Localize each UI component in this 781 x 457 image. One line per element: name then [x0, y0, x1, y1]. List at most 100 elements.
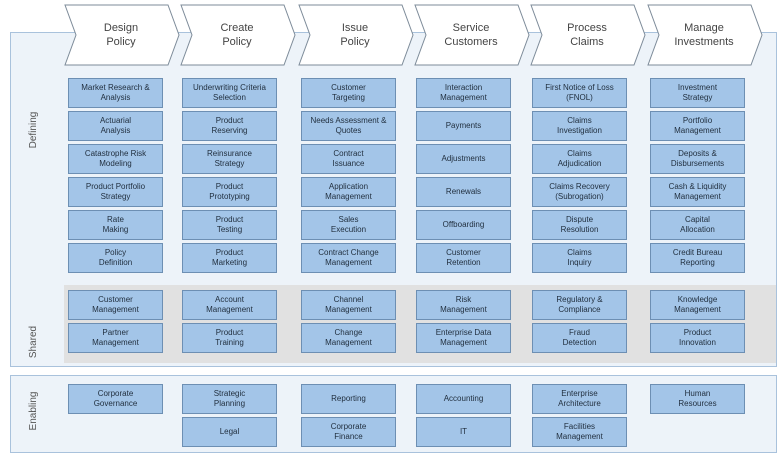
capability-label: Detection [562, 338, 597, 347]
capability-box-enabling[interactable]: IT [416, 417, 511, 447]
chevron-shape [180, 4, 296, 66]
capability-box-enabling[interactable]: Legal [182, 417, 277, 447]
capability-box-defining[interactable]: Deposits &Disbursements [650, 144, 745, 174]
capability-label: Claims Recovery [549, 182, 610, 191]
capability-box-defining[interactable]: First Notice of Loss(FNOL) [532, 78, 627, 108]
stage-title-line: Policy [340, 36, 370, 48]
capability-label: Claims [567, 248, 592, 257]
capability-label: Application [328, 182, 369, 191]
capability-label: Facilities [563, 422, 596, 431]
stage-title-line: Policy [106, 36, 136, 48]
capability-label: Account [215, 295, 244, 304]
capability-label: Finance [334, 432, 363, 441]
capability-box-defining[interactable]: Adjustments [416, 144, 511, 174]
capability-label: Innovation [679, 338, 716, 347]
capability-label: Cash & Liquidity [668, 182, 727, 191]
stage-title-line: Process [567, 22, 607, 34]
capability-box-defining[interactable]: Offboarding [416, 210, 511, 240]
capability-label: Execution [330, 225, 367, 234]
capability-label: Retention [446, 258, 481, 267]
capability-label: Selection [213, 93, 246, 102]
capability-label: Management [325, 192, 372, 201]
stage-title-line: Create [220, 22, 254, 34]
capability-label: Analysis [100, 126, 131, 135]
capability-box-defining[interactable]: Payments [416, 111, 511, 141]
capability-label: Reporting [680, 258, 715, 267]
capability-label: Product [215, 328, 244, 337]
capability-box-enabling[interactable]: Accounting [416, 384, 511, 414]
capability-label: Planning [213, 399, 246, 408]
capability-label: Claims [567, 116, 592, 125]
capability-box-enabling[interactable]: Reporting [301, 384, 396, 414]
capability-box-defining[interactable]: Claims Recovery(Subrogation) [532, 177, 627, 207]
chevron-shape [298, 4, 414, 66]
capability-label: Customer [331, 83, 366, 92]
capability-label: Making [102, 225, 129, 234]
capability-label: Needs Assessment & [310, 116, 387, 125]
capability-label: Partner [102, 328, 129, 337]
capability-box-defining[interactable]: Renewals [416, 177, 511, 207]
capability-label: Allocation [680, 225, 715, 234]
capability-label: Strategy [682, 93, 713, 102]
capability-label: Management [674, 126, 721, 135]
capability-label: Management [92, 338, 139, 347]
band-label-shared: Shared [28, 325, 39, 359]
capability-label: Prototyping [209, 192, 250, 201]
capability-label: Management [556, 432, 603, 441]
capability-box-defining[interactable]: Needs Assessment &Quotes [301, 111, 396, 141]
capability-box-shared[interactable]: Regulatory &Compliance [532, 290, 627, 320]
chevron-shape [530, 4, 646, 66]
capability-box-defining[interactable]: Market Research &Analysis [68, 78, 163, 108]
capability-label: Product [683, 328, 712, 337]
